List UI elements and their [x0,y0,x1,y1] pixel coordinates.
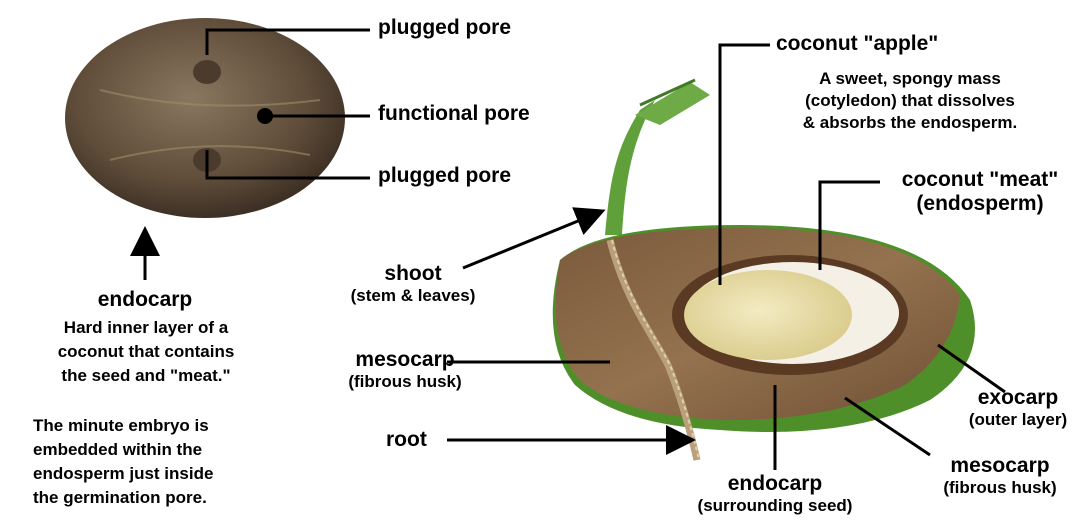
coconut-nut [65,18,345,218]
exocarp-title: exocarp [950,386,1086,410]
embryo-note-line-1: The minute embryo is [33,414,213,438]
endocarp-bottom-title: endocarp [662,472,888,496]
label-endocarp-bottom: endocarp (surrounding seed) [662,472,888,516]
embryo-note-line-3: endosperm just inside [33,462,213,486]
embryo-note: The minute embryo is embedded within the… [33,414,213,510]
label-shoot: shoot (stem & leaves) [318,262,508,306]
mesocarp-right-subtitle: (fibrous husk) [920,478,1080,498]
shoot-stem [605,80,710,235]
label-root: root [386,428,427,452]
mesocarp-left-subtitle: (fibrous husk) [320,372,490,392]
exocarp-subtitle: (outer layer) [950,410,1086,430]
label-plugged-pore-bottom: plugged pore [378,164,511,188]
label-endocarp-left: endocarp [60,288,230,312]
mesocarp-left-title: mesocarp [320,348,490,372]
endocarp-desc-line-3: the seed and "meat." [8,364,284,388]
apple-desc-line-2: (cotyledon) that dissolves [740,90,1080,112]
coconut-meat-title: coconut "meat" [880,168,1080,192]
label-exocarp: exocarp (outer layer) [950,386,1086,430]
label-plugged-pore-top: plugged pore [378,16,511,40]
label-functional-pore: functional pore [378,102,530,126]
shoot-subtitle: (stem & leaves) [318,286,508,306]
endocarp-desc-line-1: Hard inner layer of a [8,316,284,340]
embryo-note-line-2: embedded within the [33,438,213,462]
apple-desc-line-3: & absorbs the endosperm. [740,112,1080,134]
shoot-title: shoot [318,262,508,286]
label-mesocarp-left: mesocarp (fibrous husk) [320,348,490,392]
label-coconut-apple: coconut "apple" [776,32,938,56]
label-mesocarp-right: mesocarp (fibrous husk) [920,454,1080,498]
embryo-note-line-4: the germination pore. [33,486,213,510]
plugged-pore-top-mark [193,60,221,84]
label-coconut-meat: coconut "meat" (endosperm) [880,168,1080,216]
apple-desc-line-1: A sweet, spongy mass [740,68,1080,90]
endocarp-bottom-subtitle: (surrounding seed) [662,496,888,516]
endocarp-left-description: Hard inner layer of a coconut that conta… [8,316,284,388]
endocarp-desc-line-2: coconut that contains [8,340,284,364]
coconut-meat-subtitle: (endosperm) [880,192,1080,216]
mesocarp-right-title: mesocarp [920,454,1080,478]
coconut-apple-description: A sweet, spongy mass (cotyledon) that di… [740,68,1080,134]
